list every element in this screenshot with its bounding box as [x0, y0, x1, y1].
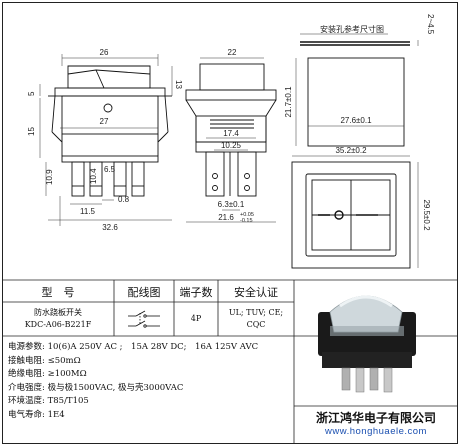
company-website[interactable]: www.honghuaele.com: [325, 426, 427, 437]
side-view-dimensions: [186, 57, 276, 223]
spec-label: 绝缘电阻:: [8, 369, 45, 379]
dim-front-6-5: 6.5: [104, 165, 116, 174]
dim-side-21-6: 21.6: [218, 213, 234, 222]
dim-side-21-6-tol-minus: -0.15: [240, 218, 253, 224]
dim-top-width: 35.2±0.2: [335, 146, 367, 155]
table-header-certification: 安全认证: [234, 286, 278, 299]
spec-value: T85/T105: [47, 396, 89, 406]
model-name: 防水跷板开关: [34, 308, 82, 317]
dim-front-left-15: 15: [27, 127, 36, 136]
mount-hole-view: [300, 41, 410, 147]
dim-front-11-5: 11.5: [80, 207, 96, 216]
spec-label: 电源参数:: [8, 342, 45, 352]
spec-value: ≤50mΩ: [47, 355, 81, 366]
dim-mount-thick: 2~4.5: [426, 14, 435, 35]
spec-label: 介电强度:: [8, 382, 45, 393]
dim-front-left-5: 5: [27, 91, 36, 96]
spec-row-power: 电源参数: 10(6)A 250V AC ; 15A 28V DC; 16A 1…: [8, 341, 258, 355]
spec-label: 环境温度:: [8, 396, 45, 406]
terminal-count: 4P: [190, 314, 202, 323]
company-name: 浙江鸿华电子有限公司: [315, 411, 436, 425]
spec-row-ambient-temperature: 环境温度: T85/T105: [8, 395, 258, 409]
front-view-dimensions: [39, 54, 173, 226]
front-view: [48, 65, 172, 197]
dim-mount-height: 21.7±0.1: [284, 86, 293, 118]
dim-front-27: 27: [100, 117, 109, 126]
top-view-dimensions: [292, 155, 419, 268]
model-number: KDC-A06-B221F: [24, 320, 92, 329]
dim-side-17-4: 17.4: [223, 129, 239, 138]
certification-line-2: CQC: [246, 320, 266, 329]
spec-value: 极与极1500VAC, 极与壳3000VAC: [47, 382, 184, 393]
spec-value: ≥100MΩ: [47, 369, 87, 379]
top-view: [291, 161, 411, 269]
product-photo: [318, 295, 416, 393]
spec-row-contact-resistance: 接触电阻: ≤50mΩ: [8, 355, 258, 369]
spec-value: 1E4: [47, 409, 65, 420]
dim-side-21-6-tol-plus: +0.05: [240, 212, 254, 218]
certification-line-1: UL; TUV; CE;: [228, 308, 284, 317]
table-header-model: 型 号: [41, 286, 75, 299]
table-header-terminals: 端子数: [179, 286, 213, 299]
drawing-sheet-border: [2, 2, 458, 444]
table-header-wiring: 配线图: [127, 286, 161, 299]
spec-value: 10(6)A 250V AC ; 15A 28V DC; 16A 125V AV…: [47, 342, 259, 352]
dim-front-0-8: 0.8: [118, 195, 130, 204]
dim-front-10-4: 10.4: [89, 168, 98, 184]
wiring-diagram-icon: [128, 310, 160, 328]
spec-row-dielectric-strength: 介电强度: 极与极1500VAC, 极与壳3000VAC: [8, 382, 258, 396]
dim-top-height: 29.5±0.2: [422, 199, 431, 231]
spec-row-insulation-resistance: 绝缘电阻: ≥100MΩ: [8, 368, 258, 382]
dim-mount-width: 27.6±0.1: [340, 116, 372, 125]
side-view: [185, 63, 277, 197]
dim-side-top-width: 22: [228, 48, 237, 57]
dim-front-top-width: 26: [100, 48, 109, 57]
spec-label: 接触电阻:: [8, 355, 45, 366]
dim-front-height-13: 13: [174, 80, 183, 89]
dim-side-10-25: 10.25: [221, 141, 242, 150]
dim-front-overall-width: 32.6: [102, 223, 118, 232]
mount-hole-title: 安装孔参考尺寸图: [320, 24, 384, 34]
spec-label: 电气寿命:: [8, 409, 45, 420]
spec-row-electrical-life: 电气寿命: 1E4: [8, 409, 258, 423]
dim-side-6-3: 6.3±0.1: [218, 200, 245, 209]
dim-front-10-9: 10.9: [45, 169, 54, 185]
mount-hole-dimensions: [295, 33, 419, 146]
spec-list: 电源参数: 10(6)A 250V AC ; 15A 28V DC; 16A 1…: [8, 341, 258, 422]
